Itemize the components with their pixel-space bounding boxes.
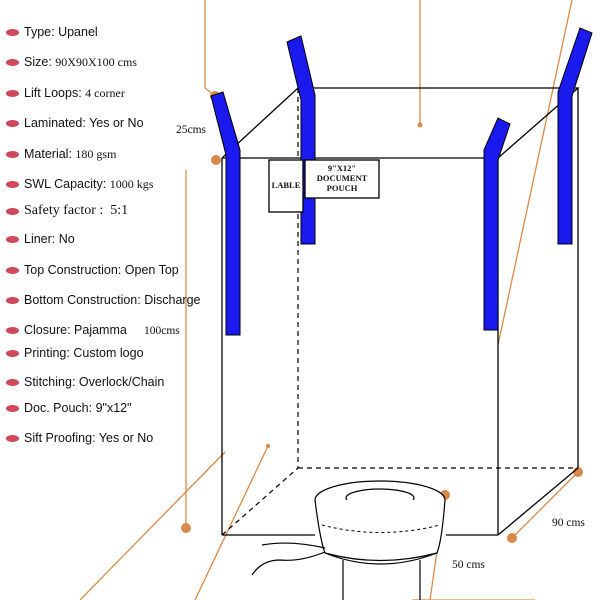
discharge-spout bbox=[251, 480, 446, 600]
bullet-icon bbox=[6, 266, 19, 274]
label-box-text: LABLE bbox=[271, 180, 301, 190]
label-box bbox=[268, 159, 304, 213]
bullet-icon bbox=[6, 326, 19, 334]
spec-printing: Printing: Custom logo bbox=[6, 343, 144, 363]
bullet-icon bbox=[6, 89, 19, 97]
bullet-icon bbox=[6, 296, 19, 304]
spec-type: Type: Upanel bbox=[6, 22, 98, 42]
dimension-height: 100cms bbox=[144, 325, 180, 337]
bullet-icon bbox=[6, 235, 19, 243]
spec-text: Sift Proofing: Yes or No bbox=[24, 431, 154, 445]
spec-bottom-construction: Bottom Construction: Discharge bbox=[6, 290, 200, 310]
bullet-icon bbox=[6, 349, 19, 357]
spec-material: Material: 180 gsm bbox=[6, 144, 116, 164]
spec-text: Stitching: Overlock/Chain bbox=[24, 375, 165, 389]
spec-text: Closure: Pajamma bbox=[24, 323, 127, 337]
document-pouch-text: 9"X12" DOCUMENT POUCH bbox=[305, 163, 379, 193]
bullet-icon bbox=[6, 207, 19, 215]
spec-text: Bottom Construction: Discharge bbox=[24, 293, 201, 307]
document-pouch-box bbox=[304, 159, 380, 199]
spec-text: Lift Loops: 4 corner bbox=[24, 85, 125, 100]
spec-doc-pouch: Doc. Pouch: 9"x12" bbox=[6, 398, 132, 418]
bullet-icon bbox=[6, 180, 19, 188]
spec-text: SWL Capacity: 1000 kgs bbox=[24, 176, 154, 191]
dimension-spout: 50 cms bbox=[452, 559, 485, 571]
spec-text: Type: Upanel bbox=[24, 25, 98, 39]
bullet-icon bbox=[6, 58, 19, 66]
spec-liner: Liner: No bbox=[6, 229, 75, 249]
spec-swl-capacity: SWL Capacity: 1000 kgs bbox=[6, 174, 153, 194]
spec-stitching: Stitching: Overlock/Chain bbox=[6, 372, 164, 392]
spec-text: Size: 90X90X100 cms bbox=[24, 54, 137, 69]
leader-dots bbox=[181, 91, 583, 543]
spec-sift-proofing: Sift Proofing: Yes or No bbox=[6, 428, 153, 448]
spec-safety-factor: Safety factor : 5:1 bbox=[6, 201, 128, 221]
spec-text: Laminated: Yes or No bbox=[24, 116, 144, 130]
pouch-size-text: 9"X12" bbox=[327, 163, 357, 173]
spec-laminated: Laminated: Yes or No bbox=[6, 113, 144, 133]
spec-closure: Closure: Pajamma bbox=[6, 320, 127, 340]
lift-loop-front-left bbox=[210, 91, 241, 336]
bullet-icon bbox=[6, 378, 19, 386]
lift-loop-back-left bbox=[286, 35, 316, 245]
bullet-icon bbox=[6, 150, 19, 158]
pouch-document-text: DOCUMENT bbox=[316, 173, 368, 183]
bullet-icon bbox=[6, 119, 19, 127]
spec-list: Type: Upanel Size: 90X90X100 cms Lift Lo… bbox=[0, 0, 230, 600]
lift-loop-front-right bbox=[483, 117, 511, 331]
lift-loop-back-right bbox=[557, 27, 593, 245]
hidden-edges bbox=[221, 88, 578, 536]
spec-top-construction: Top Construction: Open Top bbox=[6, 260, 179, 280]
spec-text: Doc. Pouch: 9"x12" bbox=[24, 401, 132, 415]
spec-text: Top Construction: Open Top bbox=[24, 263, 179, 277]
bullet-icon bbox=[6, 434, 19, 442]
bullet-icon bbox=[6, 28, 19, 36]
spec-size: Size: 90X90X100 cms bbox=[6, 52, 137, 72]
spec-text: Printing: Custom logo bbox=[24, 346, 144, 360]
pouch-pouch-text: POUCH bbox=[326, 183, 358, 193]
spout-dashes bbox=[321, 524, 441, 533]
spec-text: Safety factor : 5:1 bbox=[24, 203, 129, 218]
bullet-icon bbox=[6, 404, 19, 412]
spec-lift-loops: Lift Loops: 4 corner bbox=[6, 83, 125, 103]
dimension-loop-height: 25cms bbox=[176, 124, 207, 136]
spec-text: Material: 180 gsm bbox=[24, 146, 117, 161]
leader-lines bbox=[79, 0, 579, 600]
dimension-width: 90 cms bbox=[552, 517, 585, 529]
spec-text: Liner: No bbox=[24, 232, 75, 246]
